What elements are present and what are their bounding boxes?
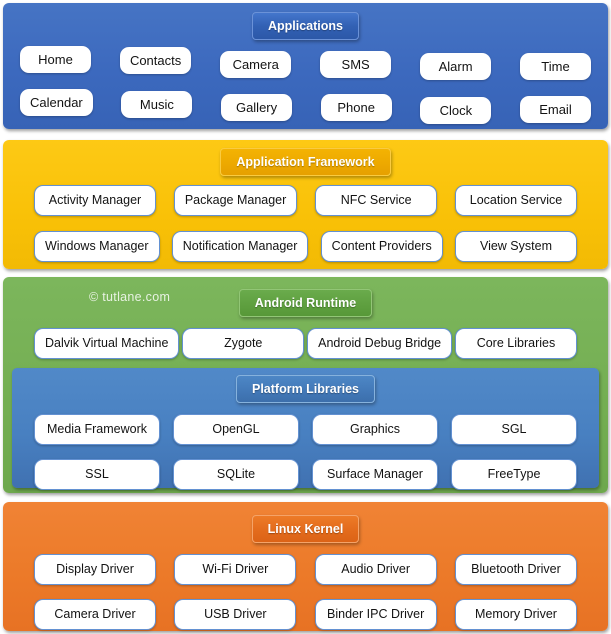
- framework-row-2: Windows Manager Notification Manager Con…: [3, 231, 608, 262]
- box-freetype: FreeType: [451, 459, 577, 490]
- box-camera-driver: Camera Driver: [34, 599, 156, 630]
- box-content-providers: Content Providers: [320, 231, 443, 262]
- android-runtime-layer: © tutlane.com Android Runtime Dalvik Vir…: [3, 277, 608, 493]
- box-wifi-driver: Wi-Fi Driver: [174, 554, 297, 585]
- box-calendar: Calendar: [20, 89, 93, 116]
- box-memory-driver: Memory Driver: [454, 599, 577, 630]
- box-clock: Clock: [420, 97, 492, 124]
- box-dalvik-virtual-machine: Dalvik Virtual Machine: [34, 328, 180, 359]
- applications-layer: Applications Home Contacts Camera SMS Al…: [3, 3, 608, 129]
- applications-row-2: Calendar Music Gallery Phone Clock Email: [3, 89, 608, 124]
- application-framework-layer: Application Framework Activity Manager P…: [3, 140, 608, 269]
- kernel-row-2: Camera Driver USB Driver Binder IPC Driv…: [3, 599, 608, 630]
- box-android-debug-bridge: Android Debug Bridge: [307, 328, 453, 359]
- box-bluetooth-driver: Bluetooth Driver: [454, 554, 577, 585]
- box-activity-manager: Activity Manager: [34, 185, 156, 216]
- platform-libraries-layer: Platform Libraries Media Framework OpenG…: [12, 368, 599, 490]
- applications-row-1: Home Contacts Camera SMS Alarm Time: [3, 46, 608, 80]
- framework-row-1: Activity Manager Package Manager NFC Ser…: [3, 185, 608, 216]
- box-phone: Phone: [320, 94, 392, 121]
- box-contacts: Contacts: [119, 47, 192, 74]
- linux-kernel-layer: Linux Kernel Display Driver Wi-Fi Driver…: [3, 502, 608, 631]
- box-gallery: Gallery: [221, 94, 293, 121]
- box-graphics: Graphics: [312, 414, 438, 445]
- box-display-driver: Display Driver: [34, 554, 156, 585]
- box-camera: Camera: [220, 51, 292, 78]
- box-ssl: SSL: [34, 459, 160, 490]
- box-view-system: View System: [454, 231, 577, 262]
- application-framework-layer-title: Application Framework: [220, 148, 391, 176]
- box-sgl: SGL: [451, 414, 577, 445]
- kernel-row-1: Display Driver Wi-Fi Driver Audio Driver…: [3, 554, 608, 585]
- box-usb-driver: USB Driver: [174, 599, 297, 630]
- box-opengl: OpenGL: [173, 414, 299, 445]
- box-binder-ipc-driver: Binder IPC Driver: [314, 599, 437, 630]
- box-package-manager: Package Manager: [173, 185, 298, 216]
- platform-row-1: Media Framework OpenGL Graphics SGL: [12, 414, 599, 445]
- box-alarm: Alarm: [420, 53, 492, 80]
- box-sqlite: SQLite: [173, 459, 299, 490]
- watermark: © tutlane.com: [89, 290, 171, 304]
- box-windows-manager: Windows Manager: [34, 231, 160, 262]
- box-core-libraries: Core Libraries: [454, 328, 577, 359]
- runtime-row-1: Dalvik Virtual Machine Zygote Android De…: [3, 328, 608, 359]
- box-time: Time: [520, 53, 591, 80]
- box-media-framework: Media Framework: [34, 414, 160, 445]
- box-location-service: Location Service: [454, 185, 577, 216]
- applications-layer-title: Applications: [251, 12, 359, 40]
- android-runtime-layer-title: Android Runtime: [238, 289, 373, 317]
- box-sms: SMS: [320, 51, 392, 78]
- box-zygote: Zygote: [182, 328, 305, 359]
- platform-libraries-layer-title: Platform Libraries: [236, 375, 375, 403]
- platform-row-2: SSL SQLite Surface Manager FreeType: [12, 459, 599, 490]
- linux-kernel-layer-title: Linux Kernel: [251, 515, 360, 543]
- box-music: Music: [121, 91, 193, 118]
- box-surface-manager: Surface Manager: [312, 459, 438, 490]
- box-notification-manager: Notification Manager: [171, 231, 309, 262]
- box-audio-driver: Audio Driver: [314, 554, 437, 585]
- box-email: Email: [519, 96, 591, 123]
- box-nfc-service: NFC Service: [315, 185, 438, 216]
- box-home: Home: [20, 46, 91, 73]
